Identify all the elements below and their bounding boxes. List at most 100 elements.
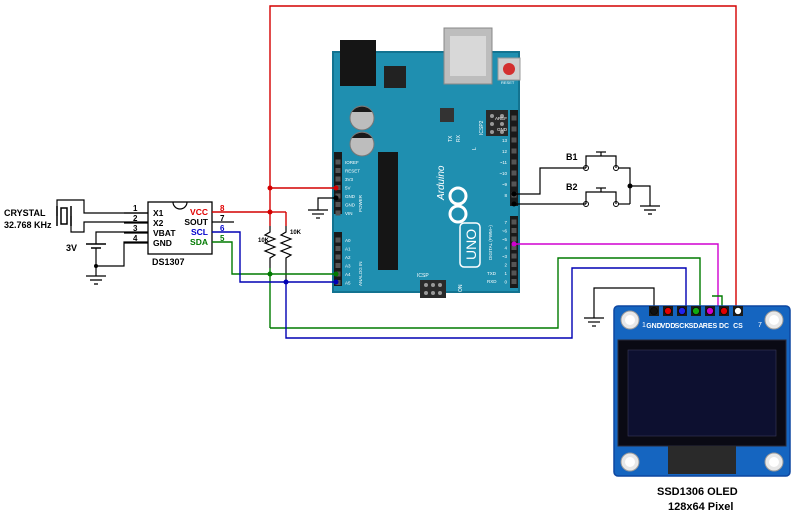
header-pin-label: 3V3 [345, 177, 354, 182]
rtc-pin-name: X1 [153, 208, 164, 218]
digital-section-label: DIGITAL (PWM~) [488, 225, 493, 260]
oled-subtitle: 128x64 Pixel [668, 501, 733, 513]
sda-wire [212, 241, 701, 329]
header-pin [511, 219, 517, 225]
oled-pin-label: CS [733, 323, 743, 330]
header-pin-label: AREF [495, 116, 507, 121]
header-pin-label: ~3 [502, 254, 508, 259]
header-pin [335, 254, 341, 260]
rtc-pin-name: SDA [190, 237, 208, 247]
header-pin [511, 228, 517, 233]
uno-text: UNO [463, 229, 479, 260]
header-pin-label: VIN [345, 211, 353, 216]
ds1307-label: DS1307 [152, 257, 185, 267]
rtc-pin-name: X2 [153, 218, 164, 228]
oled-pin-dot [692, 307, 700, 315]
header-pin [335, 263, 341, 268]
resistor-r1: 10K [258, 226, 277, 268]
oled-pin-dot [734, 307, 742, 315]
header-pin-label: 4 [504, 245, 507, 250]
header-pin [511, 245, 517, 250]
icsp-header [420, 280, 446, 298]
reset-label: RESET [501, 80, 515, 85]
on-led-label: ON [458, 284, 464, 292]
header-pin-label: ~5 [502, 237, 508, 242]
oled-pin-dot [664, 307, 672, 315]
header-pin-label: A5 [345, 280, 351, 285]
header-pin-label: A1 [345, 246, 351, 251]
rtc-pin-number: 8 [220, 204, 225, 213]
rtc-pin-name: GND [153, 238, 172, 248]
header-pin [511, 279, 517, 284]
rxd-label: RXD [487, 279, 497, 284]
rtc-pin-number: 6 [220, 224, 225, 233]
header-pin [335, 210, 341, 216]
oled-pin-label: RES [703, 323, 718, 330]
header-pin-label: 12 [502, 149, 508, 154]
header-pin-label: 0 [504, 279, 507, 284]
header-pin [335, 202, 341, 207]
header-pin-label: A2 [345, 255, 351, 260]
header-pin-label: GND [345, 202, 356, 207]
l-led-label: L [472, 147, 478, 150]
arduino-uno-board: RESET ICSP2 TX RX L Arduino UN [332, 27, 521, 298]
digital-header-top [510, 110, 518, 206]
button-b2-label: B2 [566, 182, 578, 192]
header-pin [511, 159, 517, 165]
header-pin-label: A0 [345, 238, 351, 243]
crystal-frequency: 32.768 KHz [4, 220, 52, 230]
header-pin-label: GND [345, 194, 356, 199]
rtc-pin-name: VBAT [153, 228, 176, 238]
rtc-pin-name: SCL [191, 227, 208, 237]
header-pin-label: ~9 [502, 182, 508, 187]
rtc-pin-number: 5 [220, 234, 225, 243]
header-pin [511, 115, 517, 121]
header-pin [511, 126, 517, 132]
header-pin [511, 148, 517, 154]
icsp2-label: ICSP2 [479, 120, 485, 135]
crystal-body [60, 207, 68, 225]
oled-pin-label: DC [719, 323, 729, 330]
oled-pin-dot [650, 307, 658, 315]
power-header [334, 152, 342, 214]
res-wire [514, 243, 719, 310]
battery-component: 3V [66, 231, 148, 285]
digital-header-bottom [510, 216, 518, 288]
rtc-pin-name: VCC [190, 207, 208, 217]
oled-pin-dot [706, 307, 714, 315]
header-pin [335, 176, 341, 182]
oled-ribbon [668, 446, 736, 474]
oled-title: SSD1306 OLED [657, 486, 738, 498]
atmega-chip [378, 152, 398, 270]
oled-pin-label: SCK [675, 323, 690, 330]
rtc-pin-number: 4 [133, 234, 138, 243]
icsp2-header [486, 110, 508, 136]
vcc-wire [212, 5, 737, 310]
rtc-pin-number: 3 [133, 224, 138, 233]
header-pin [511, 253, 517, 259]
header-pin-label: ~6 [502, 228, 508, 233]
header-pin [511, 137, 517, 143]
header-pin-label: RESET [345, 168, 360, 173]
header-pin [335, 193, 341, 199]
arduino-brand-text: Arduino [436, 165, 447, 201]
header-pin [511, 262, 517, 267]
rtc-pin-number: 1 [133, 204, 138, 213]
header-pin-label: A4 [345, 272, 351, 277]
oled-gnd-wire [584, 287, 655, 327]
header-pin-label: A3 [345, 263, 351, 268]
header-pin [511, 236, 517, 242]
analog-section-label: ANALOG IN [358, 261, 363, 286]
header-pin-label: IOREF [345, 160, 359, 165]
header-pin-label: 13 [502, 138, 508, 143]
tx-led-label: TX [448, 135, 454, 142]
oled-pin-dot [720, 307, 728, 315]
